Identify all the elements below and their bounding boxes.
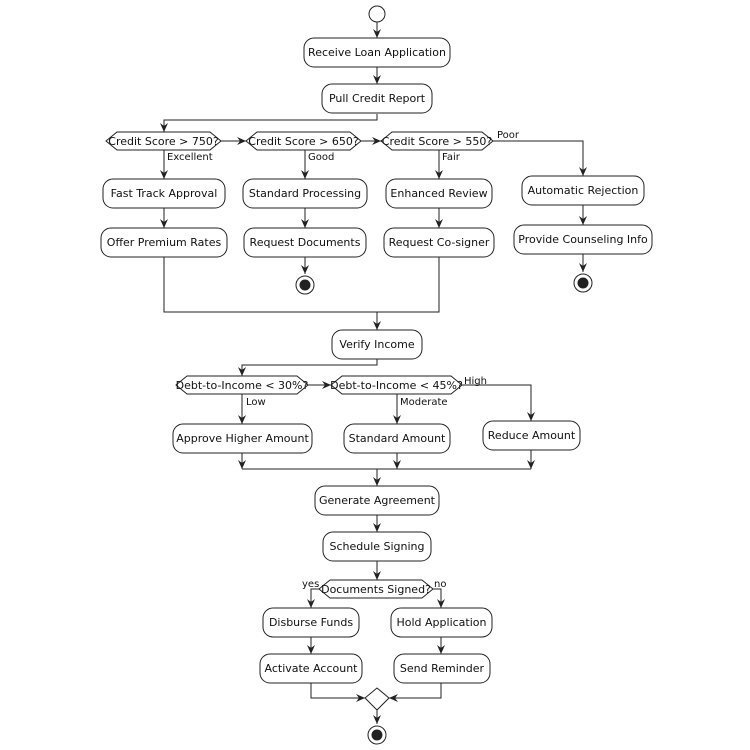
action-verify-label: Verify Income	[339, 338, 414, 351]
decision-dti-45-label: Debt-to-Income < 45%?	[330, 379, 463, 392]
action-fast-track-approval[interactable]: Fast Track Approval	[102, 178, 226, 209]
decision-credit-550[interactable]: Credit Score > 550?	[380, 131, 494, 151]
action-enhanced-review[interactable]: Enhanced Review	[385, 178, 493, 209]
action-request-documents[interactable]: Request Documents	[243, 227, 367, 258]
action-pull-credit-report[interactable]: Pull Credit Report	[321, 83, 433, 114]
action-activate-label: Activate Account	[265, 662, 359, 675]
edge-merge1	[163, 257, 440, 313]
action-request-docs-label: Request Documents	[250, 236, 361, 249]
action-reject-label: Automatic Rejection	[528, 184, 639, 197]
edge-activate-merge	[310, 683, 365, 702]
action-reminder-label: Send Reminder	[400, 662, 485, 675]
action-receive-loan-application[interactable]: Receive Loan Application	[303, 37, 451, 68]
decision-credit-650-label: Credit Score > 650?	[248, 135, 359, 148]
label-no: no	[434, 579, 446, 590]
label-moderate: Moderate	[400, 397, 448, 408]
decision-documents-signed-label: Documents Signed?	[321, 583, 431, 596]
action-standard-proc-label: Standard Processing	[249, 187, 361, 200]
edge-signed-disburse	[307, 588, 319, 608]
decision-dti-30-label: Debt-to-Income < 30%?	[176, 379, 309, 392]
end-node-final	[367, 725, 387, 745]
end-node-documents	[295, 275, 315, 295]
action-send-reminder[interactable]: Send Reminder	[393, 653, 491, 684]
action-generate-label: Generate Agreement	[319, 494, 436, 507]
decision-credit-550-label: Credit Score > 550?	[382, 135, 493, 148]
action-counseling-label: Provide Counseling Info	[518, 233, 648, 246]
action-disburse-funds[interactable]: Disburse Funds	[262, 607, 360, 638]
label-fair: Fair	[442, 152, 461, 163]
action-standard-processing[interactable]: Standard Processing	[242, 178, 368, 209]
decision-credit-650[interactable]: Credit Score > 650?	[245, 131, 362, 151]
action-hold-application[interactable]: Hold Application	[390, 607, 493, 638]
action-reduce-amount[interactable]: Reduce Amount	[482, 420, 581, 451]
label-excellent: Excellent	[167, 152, 213, 163]
action-schedule-signing[interactable]: Schedule Signing	[322, 531, 432, 562]
decision-dti-45[interactable]: Debt-to-Income < 45%?	[330, 375, 463, 395]
edges	[160, 22, 587, 724]
merge-diamond	[364, 687, 390, 711]
edge-verify-dti30	[238, 359, 378, 376]
action-standard-amount[interactable]: Standard Amount	[343, 423, 451, 454]
action-hold-label: Hold Application	[397, 616, 487, 629]
edge-cs550-reject	[493, 140, 587, 176]
end-node-counseling	[573, 273, 593, 293]
start-node	[368, 5, 386, 23]
edge-pull-cs750	[160, 114, 378, 132]
label-yes: yes	[302, 579, 319, 590]
action-automatic-rejection[interactable]: Automatic Rejection	[521, 175, 645, 206]
action-request-cosigner[interactable]: Request Co-signer	[383, 227, 495, 258]
edge-dti45-reduce	[462, 384, 535, 421]
edge-labels: Excellent Good Fair Poor Low Moderate Hi…	[167, 130, 520, 590]
action-reduce-label: Reduce Amount	[488, 429, 576, 442]
action-fast-label: Fast Track Approval	[111, 187, 218, 200]
action-provide-counseling-info[interactable]: Provide Counseling Info	[513, 224, 653, 255]
decision-documents-signed[interactable]: Documents Signed?	[318, 579, 434, 599]
action-pull-label: Pull Credit Report	[329, 92, 426, 105]
decision-dti-30[interactable]: Debt-to-Income < 30%?	[175, 375, 309, 395]
label-poor: Poor	[497, 130, 520, 141]
action-cosigner-label: Request Co-signer	[389, 236, 490, 249]
label-low: Low	[246, 397, 266, 408]
action-premium-label: Offer Premium Rates	[107, 236, 222, 249]
action-generate-agreement[interactable]: Generate Agreement	[314, 485, 440, 516]
action-activate-account[interactable]: Activate Account	[259, 653, 363, 684]
label-good: Good	[308, 152, 334, 163]
action-standard-amount-label: Standard Amount	[349, 432, 446, 445]
label-high: High	[464, 376, 487, 387]
decision-credit-750-label: Credit Score > 750?	[108, 135, 219, 148]
edge-reminder-merge	[389, 683, 442, 702]
action-approve-higher-label: Approve Higher Amount	[176, 432, 309, 445]
action-receive-label: Receive Loan Application	[308, 46, 446, 59]
action-verify-income[interactable]: Verify Income	[331, 329, 423, 360]
edge-signed-hold	[433, 588, 445, 608]
action-schedule-label: Schedule Signing	[329, 540, 424, 553]
action-approve-higher-amount[interactable]: Approve Higher Amount	[172, 423, 313, 454]
action-enhanced-label: Enhanced Review	[390, 187, 487, 200]
action-offer-premium-rates[interactable]: Offer Premium Rates	[100, 227, 228, 258]
decision-credit-750[interactable]: Credit Score > 750?	[105, 131, 222, 151]
action-disburse-label: Disburse Funds	[269, 616, 353, 629]
